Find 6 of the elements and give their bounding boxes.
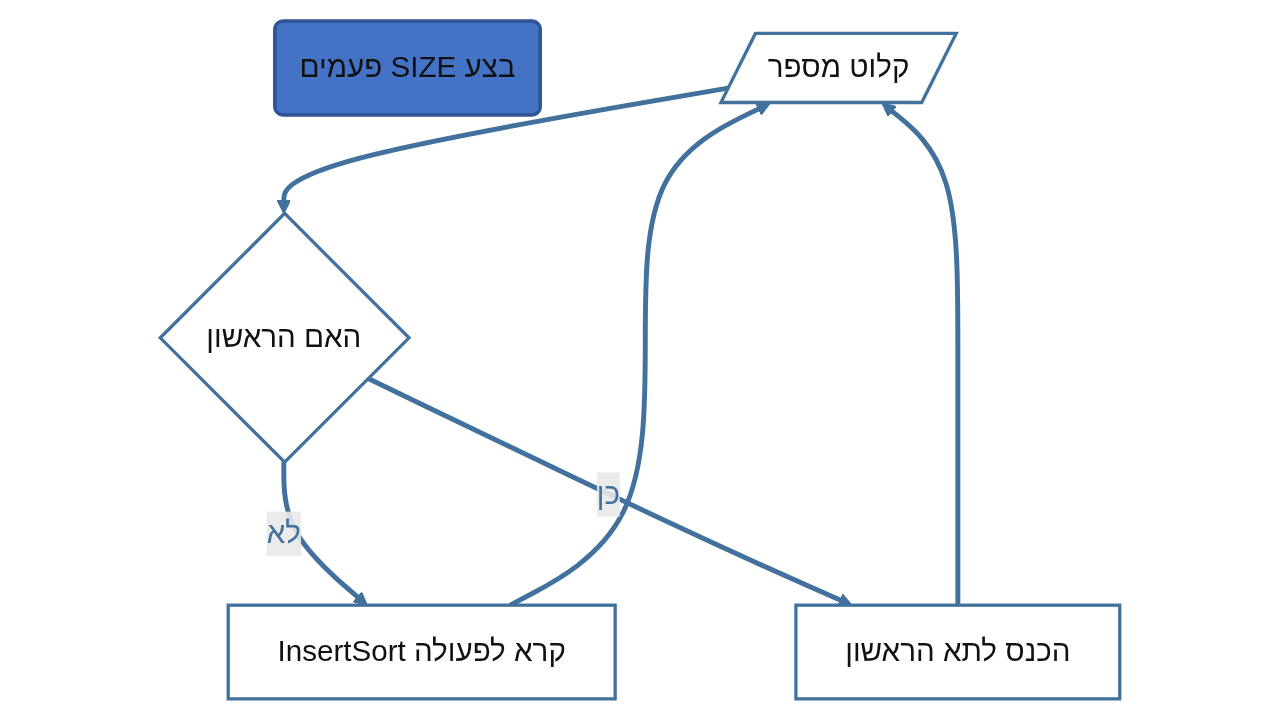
edge-label: כן xyxy=(596,477,621,511)
node-box: הכנס לתא הראשון xyxy=(794,603,1122,701)
arrow xyxy=(276,85,730,215)
node-box: קרא לפעולה InsertSort xyxy=(226,603,617,701)
node-diamond: האם הראשון xyxy=(157,211,412,465)
edge-label: לא xyxy=(266,516,301,550)
